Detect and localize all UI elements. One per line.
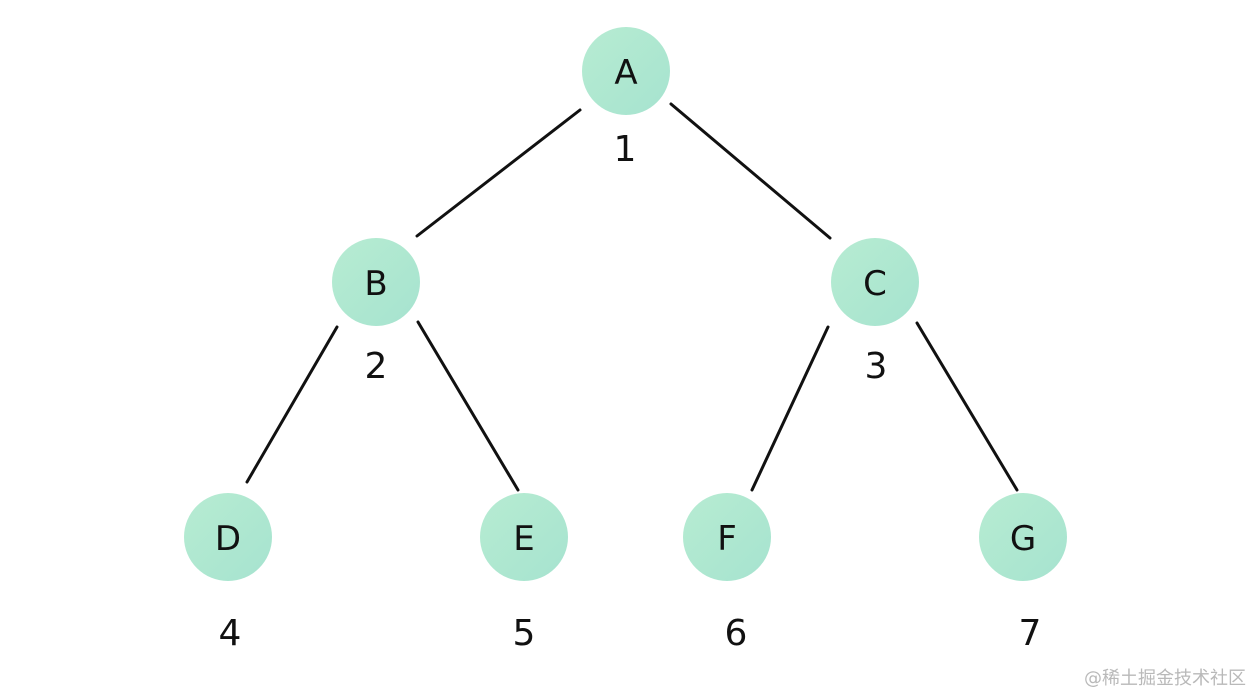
edge-c-g [915,321,1019,492]
node-index-g: 7 [1019,613,1042,654]
node-circle-a [582,27,670,115]
node-index-c: 3 [865,346,888,387]
edge-c-f [750,325,830,492]
node-label-c: C [863,264,887,304]
tree-node-a: A 1 [582,27,670,170]
node-label-a: A [614,53,637,93]
node-circle-c [831,238,919,326]
node-circle-d [184,493,272,581]
node-circle-e [480,493,568,581]
edge-b-e [416,320,520,492]
edge-a-b [415,108,582,238]
tree-node-g: G 7 [979,493,1067,654]
node-circle-g [979,493,1067,581]
node-label-e: E [513,519,534,559]
node-label-g: G [1010,519,1036,559]
tree-node-d: D 4 [184,493,272,654]
node-circle-f [683,493,771,581]
node-label-b: B [364,264,387,304]
tree-node-e: E 5 [480,493,568,654]
edge-b-d [245,325,339,484]
tree-node-c: C 3 [831,238,919,387]
node-index-d: 4 [219,613,242,654]
watermark-text: @稀土掘金技术社区 [1084,668,1246,689]
node-index-b: 2 [365,346,388,387]
node-label-d: D [215,519,241,559]
node-index-e: 5 [513,613,536,654]
tree-node-b: B 2 [332,238,420,387]
tree-node-f: F 6 [683,493,771,654]
node-label-f: F [717,519,737,559]
node-index-f: 6 [725,613,748,654]
node-circle-b [332,238,420,326]
edge-a-c [669,102,832,240]
node-index-a: 1 [614,129,637,170]
